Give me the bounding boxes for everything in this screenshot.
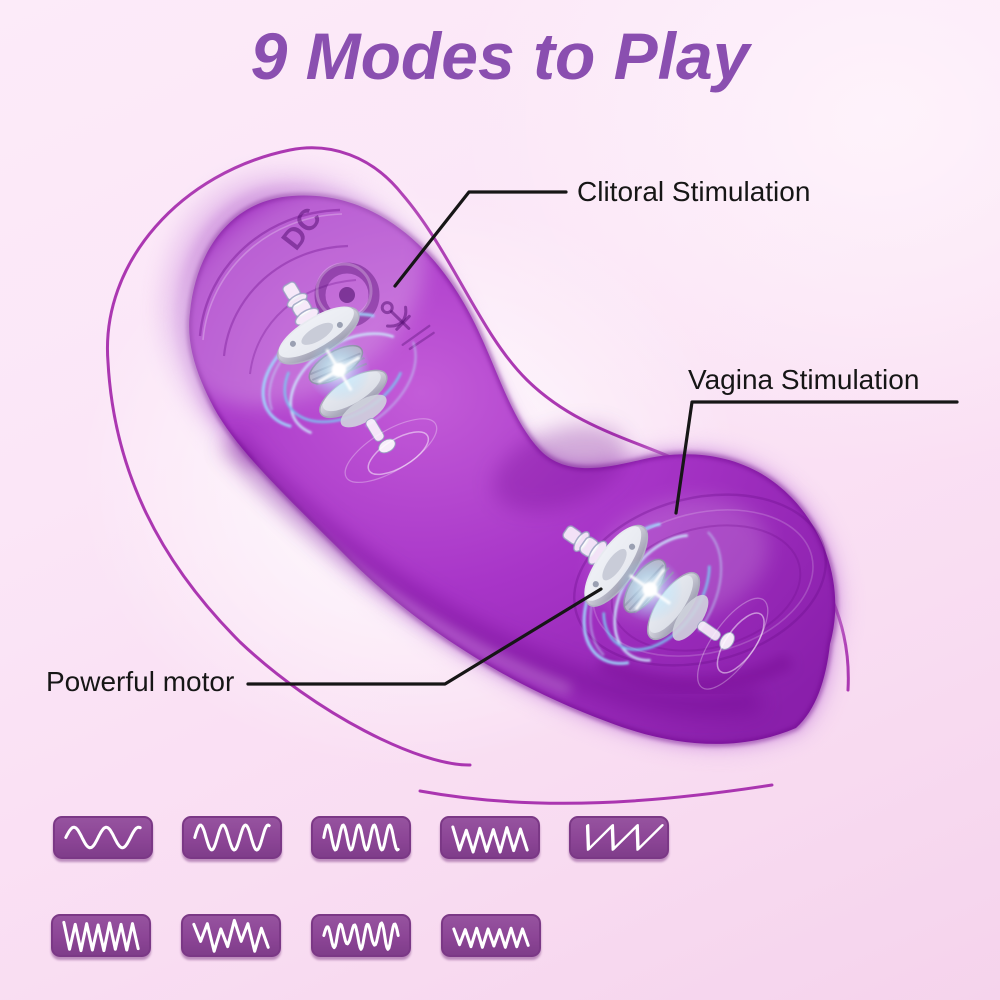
waveform-rapid-flutter [452,926,530,949]
mode-icons-row-1 [53,816,669,859]
page-title: 9 Modes to Play [250,19,750,93]
waveform-surge-wave [322,921,400,951]
mode-icon-deep-pulse [181,914,281,957]
mode-icon-pulse-spikes [440,816,540,859]
mode-icon-rapid-flutter [441,914,541,957]
waveform-gentle-wave [64,825,142,850]
mode-icon-surge-wave [311,914,411,957]
clitoral-callout-line [393,190,568,288]
head-ridges [198,208,357,375]
mode-icon-intense-zigzag [51,914,151,957]
mode-icons-row-2 [51,914,541,957]
device-body: DC [173,183,838,747]
waveform-steady-wave [193,823,271,852]
waveform-ramp-wave [585,824,664,851]
callout-vagina-label: Vagina Stimulation [688,364,920,395]
waveform-pulse-spikes [451,825,529,854]
callout-clitoral-label: Clitoral Stimulation [577,176,811,207]
mode-icon-ramp-wave [569,816,669,859]
mode-icon-steady-wave [182,816,282,859]
waveform-deep-pulse [192,918,270,953]
waveform-intense-zigzag [62,920,140,953]
motor-callout-line [246,587,603,686]
vagina-callout-line [674,400,959,515]
waveform-quick-wave [322,823,400,852]
callout-motor-label: Powerful motor [46,666,235,697]
mode-icon-quick-wave [311,816,411,859]
mode-icon-gentle-wave [53,816,153,859]
